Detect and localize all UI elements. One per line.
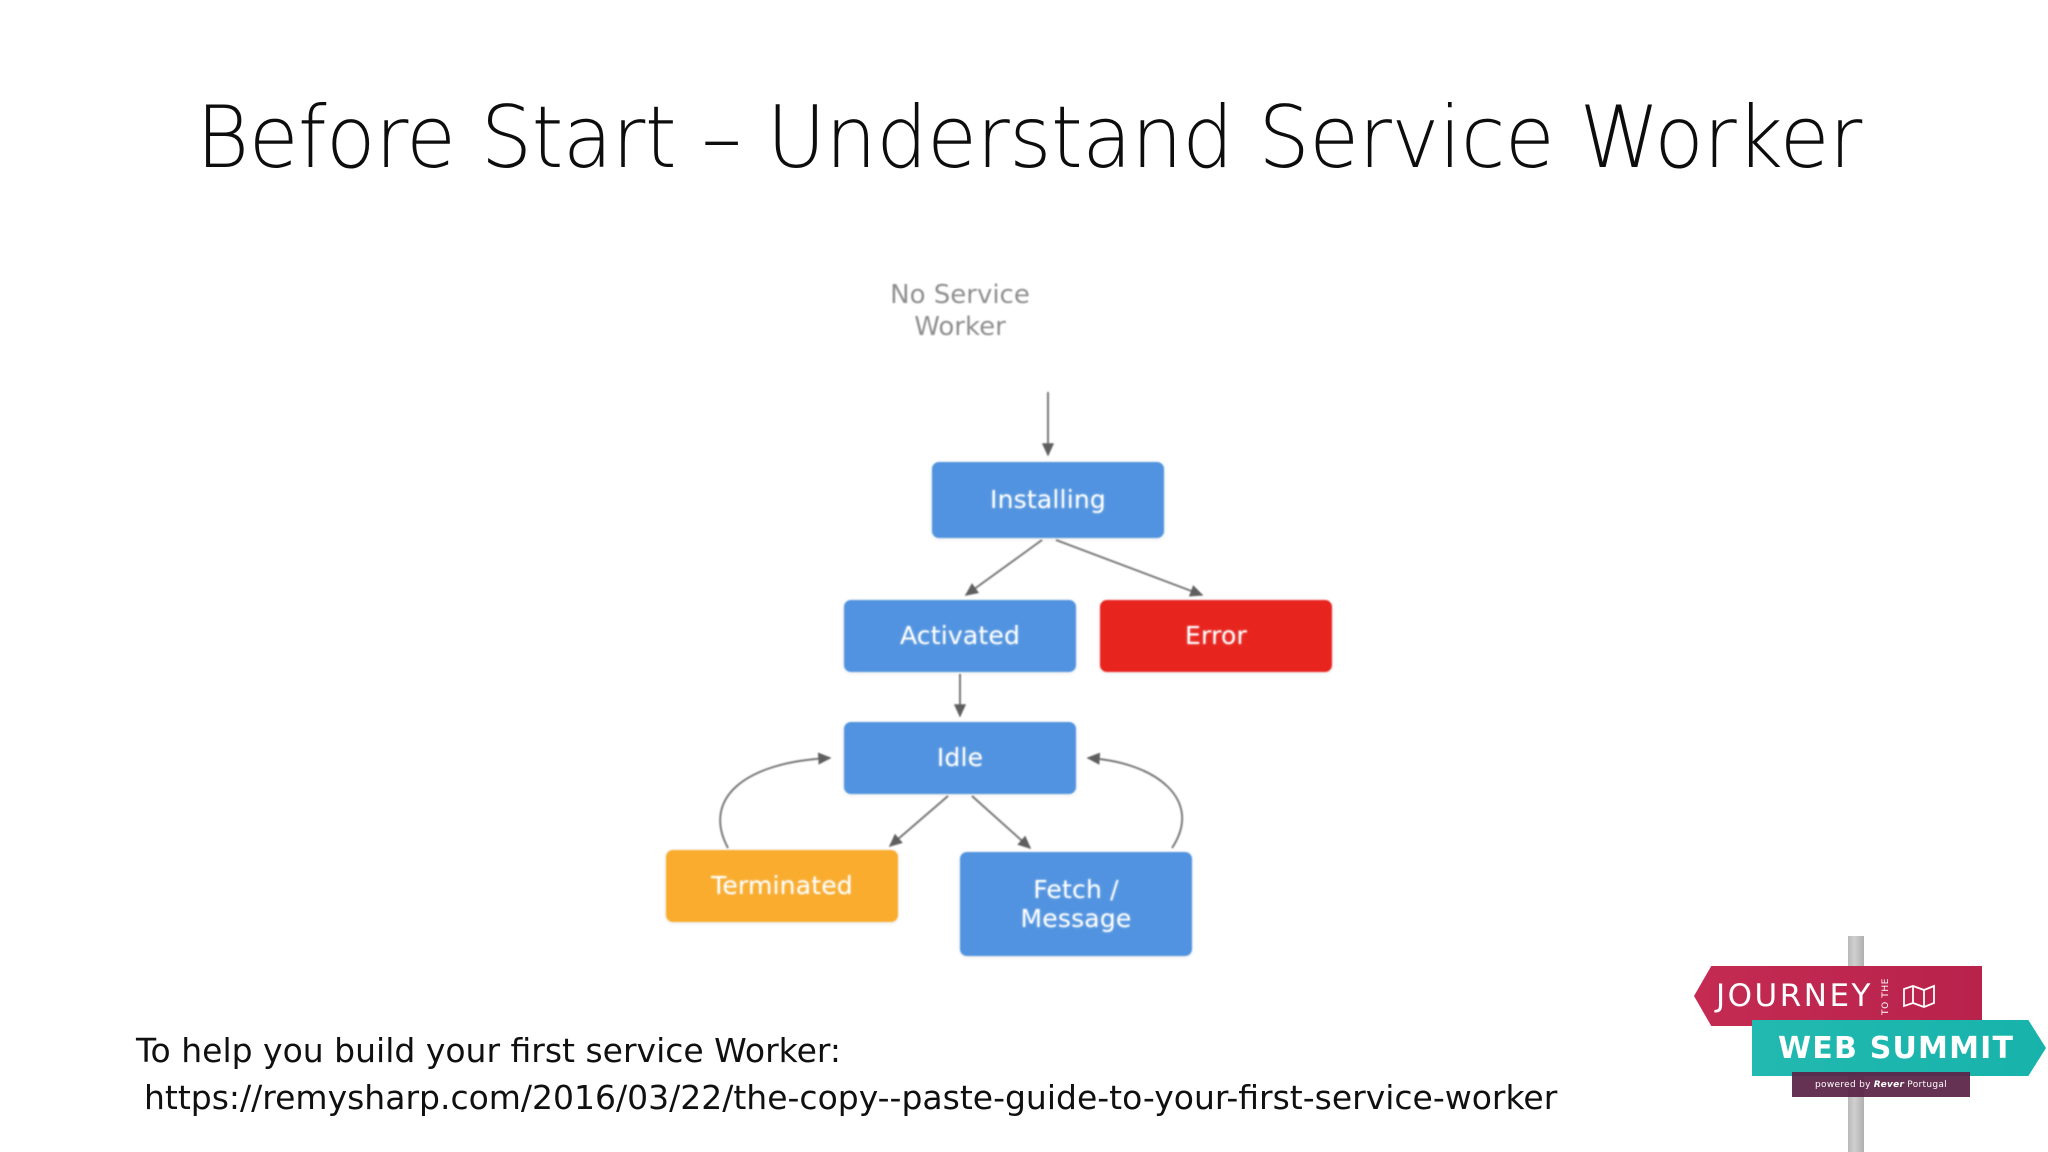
arrow-group: [719, 392, 1204, 850]
node-label: Installing: [990, 485, 1106, 515]
sign-powered-by: powered by Rever Portugal: [1792, 1072, 1970, 1097]
node-label: Error: [1185, 621, 1247, 651]
arrow-idle-terminated: [888, 795, 949, 847]
service-worker-lifecycle-diagram: No Service Worker Installing Activated E…: [632, 280, 1362, 990]
arrow-idle-fetch: [971, 795, 1032, 850]
diagram-entry-label: No Service Worker: [890, 280, 1030, 342]
footer-line-1: To help you build your first service Wor…: [136, 1031, 841, 1070]
node-label: Terminated: [711, 871, 853, 901]
arrow-fetch-idle: [1086, 752, 1184, 849]
arrow-installing-activated: [964, 539, 1043, 596]
node-label-line2: Message: [1020, 904, 1132, 933]
diagram-node-idle: Idle: [844, 722, 1076, 794]
node-label: Idle: [936, 743, 984, 773]
arrow-installing-error: [1055, 539, 1204, 597]
diagram-node-activated: Activated: [844, 600, 1076, 672]
powered-by-suffix: Portugal: [1907, 1079, 1947, 1090]
diagram-node-fetch-message: Fetch / Message: [960, 852, 1192, 956]
node-label: Fetch / Message: [1021, 875, 1132, 934]
page-title-text: Before Start – Understand Service Worker: [196, 88, 1862, 189]
diagram-arrows-layer: [719, 392, 1204, 850]
map-icon: [1902, 984, 1936, 1008]
node-label: Activated: [899, 621, 1021, 651]
arrow-terminated-idle: [719, 752, 832, 849]
footer-text-block: To help you build your first service Wor…: [136, 1028, 1557, 1122]
journey-to-the-web-summit-logo: JOURNEY TO THE WEB SUMMIT powered by Rev…: [1690, 928, 2048, 1152]
powered-by-brand: Rever: [1873, 1079, 1905, 1090]
page-title: Before Start – Understand Service Worker: [0, 93, 2048, 183]
sign-web-summit-label: WEB SUMMIT: [1778, 1030, 2015, 1066]
sign-journey-label: JOURNEY: [1716, 978, 1873, 1014]
sign-journey: JOURNEY TO THE: [1694, 966, 1982, 1026]
diagram-node-terminated: Terminated: [666, 850, 898, 922]
sign-web-summit: WEB SUMMIT: [1752, 1020, 2046, 1076]
diagram-node-error: Error: [1100, 600, 1332, 672]
sign-to-the-label: TO THE: [1881, 977, 1891, 1015]
powered-by-prefix: powered by: [1815, 1079, 1871, 1090]
footer-link[interactable]: https://remysharp.com/2016/03/22/the-cop…: [144, 1077, 1558, 1117]
diagram-node-installing: Installing: [932, 462, 1164, 538]
node-label-line1: Fetch /: [1033, 874, 1119, 904]
